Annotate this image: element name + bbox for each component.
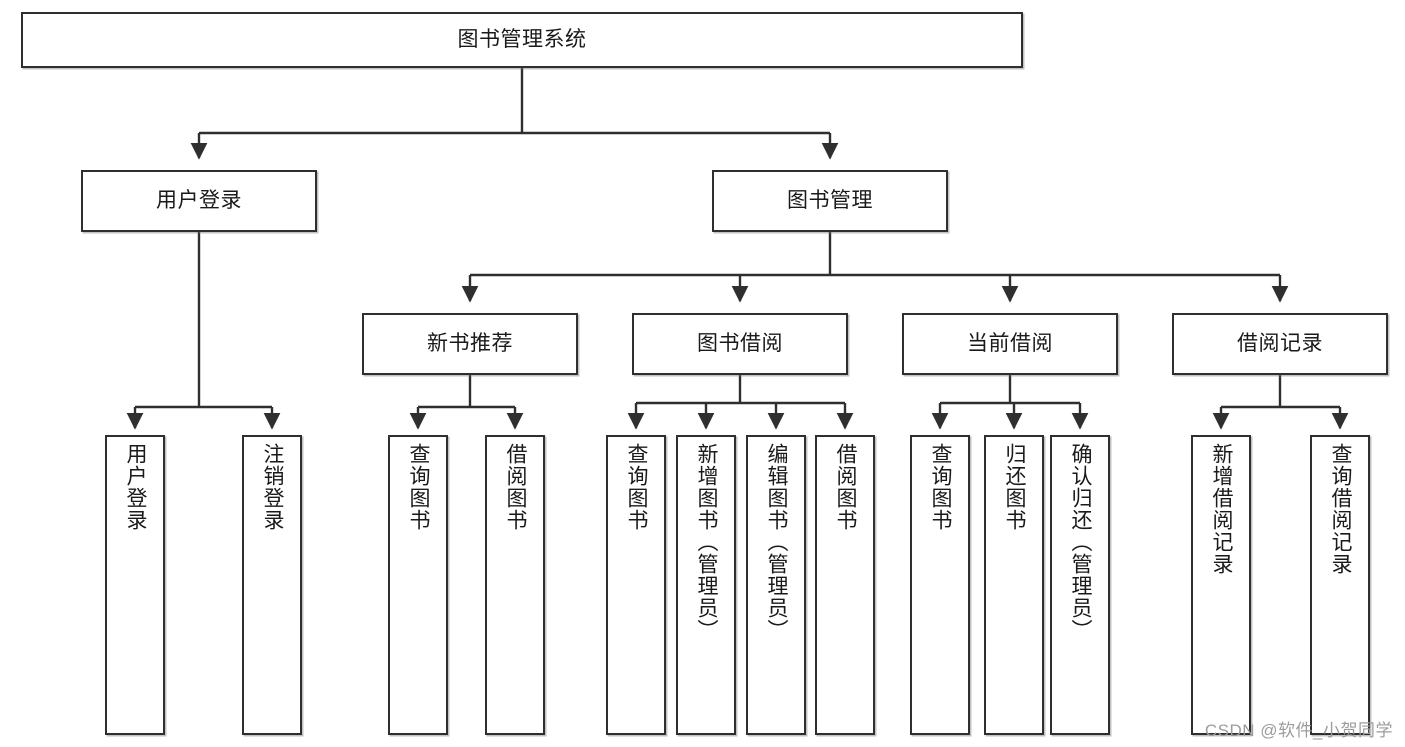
node-book-borrow[interactable]: 图书借阅 <box>632 313 848 375</box>
node-leaf-query-book-3-label: 查询图书 <box>929 443 953 531</box>
node-leaf-query-book-3[interactable]: 查询图书 <box>910 435 970 735</box>
node-book-borrow-label: 图书借阅 <box>697 331 783 355</box>
node-root-label: 图书管理系统 <box>457 27 587 51</box>
node-new-book-recommend-label: 新书推荐 <box>427 331 513 355</box>
node-leaf-edit-book-admin-label: 编辑图书（管理员） <box>765 443 789 641</box>
node-leaf-borrow-book-1[interactable]: 借阅图书 <box>485 435 545 735</box>
node-leaf-edit-book-admin[interactable]: 编辑图书（管理员） <box>746 435 806 735</box>
node-book-manage[interactable]: 图书管理 <box>712 170 948 232</box>
watermark-text: CSDN @软件_小贺同学 <box>1204 721 1393 740</box>
node-leaf-user-login-label: 用户登录 <box>124 443 148 531</box>
node-leaf-user-logout[interactable]: 注销登录 <box>242 435 302 735</box>
node-user-login[interactable]: 用户登录 <box>81 170 317 232</box>
node-leaf-add-book-admin-label: 新增图书（管理员） <box>695 443 719 641</box>
node-borrow-record-label: 借阅记录 <box>1237 331 1323 355</box>
node-new-book-recommend[interactable]: 新书推荐 <box>362 313 578 375</box>
node-current-borrow-label: 当前借阅 <box>967 331 1053 355</box>
node-leaf-confirm-return-admin-label: 确认归还（管理员） <box>1069 443 1093 641</box>
node-leaf-query-book-1[interactable]: 查询图书 <box>388 435 448 735</box>
node-leaf-query-book-1-label: 查询图书 <box>407 443 431 531</box>
node-current-borrow[interactable]: 当前借阅 <box>902 313 1118 375</box>
node-leaf-borrow-book-2[interactable]: 借阅图书 <box>815 435 875 735</box>
node-root[interactable]: 图书管理系统 <box>21 12 1023 68</box>
node-leaf-query-book-2[interactable]: 查询图书 <box>606 435 666 735</box>
node-book-manage-label: 图书管理 <box>787 188 873 212</box>
node-leaf-return-book-label: 归还图书 <box>1003 443 1027 531</box>
node-leaf-add-borrow-record[interactable]: 新增借阅记录 <box>1191 435 1251 735</box>
node-leaf-return-book[interactable]: 归还图书 <box>984 435 1044 735</box>
node-leaf-confirm-return-admin[interactable]: 确认归还（管理员） <box>1050 435 1110 735</box>
node-leaf-borrow-book-1-label: 借阅图书 <box>504 443 528 531</box>
node-leaf-query-borrow-record[interactable]: 查询借阅记录 <box>1310 435 1370 735</box>
node-leaf-user-login[interactable]: 用户登录 <box>105 435 165 735</box>
node-leaf-query-borrow-record-label: 查询借阅记录 <box>1329 443 1353 575</box>
node-leaf-query-book-2-label: 查询图书 <box>625 443 649 531</box>
node-user-login-label: 用户登录 <box>156 188 242 212</box>
node-leaf-borrow-book-2-label: 借阅图书 <box>834 443 858 531</box>
node-leaf-user-logout-label: 注销登录 <box>261 443 285 531</box>
node-borrow-record[interactable]: 借阅记录 <box>1172 313 1388 375</box>
node-leaf-add-borrow-record-label: 新增借阅记录 <box>1210 443 1234 575</box>
node-leaf-add-book-admin[interactable]: 新增图书（管理员） <box>676 435 736 735</box>
